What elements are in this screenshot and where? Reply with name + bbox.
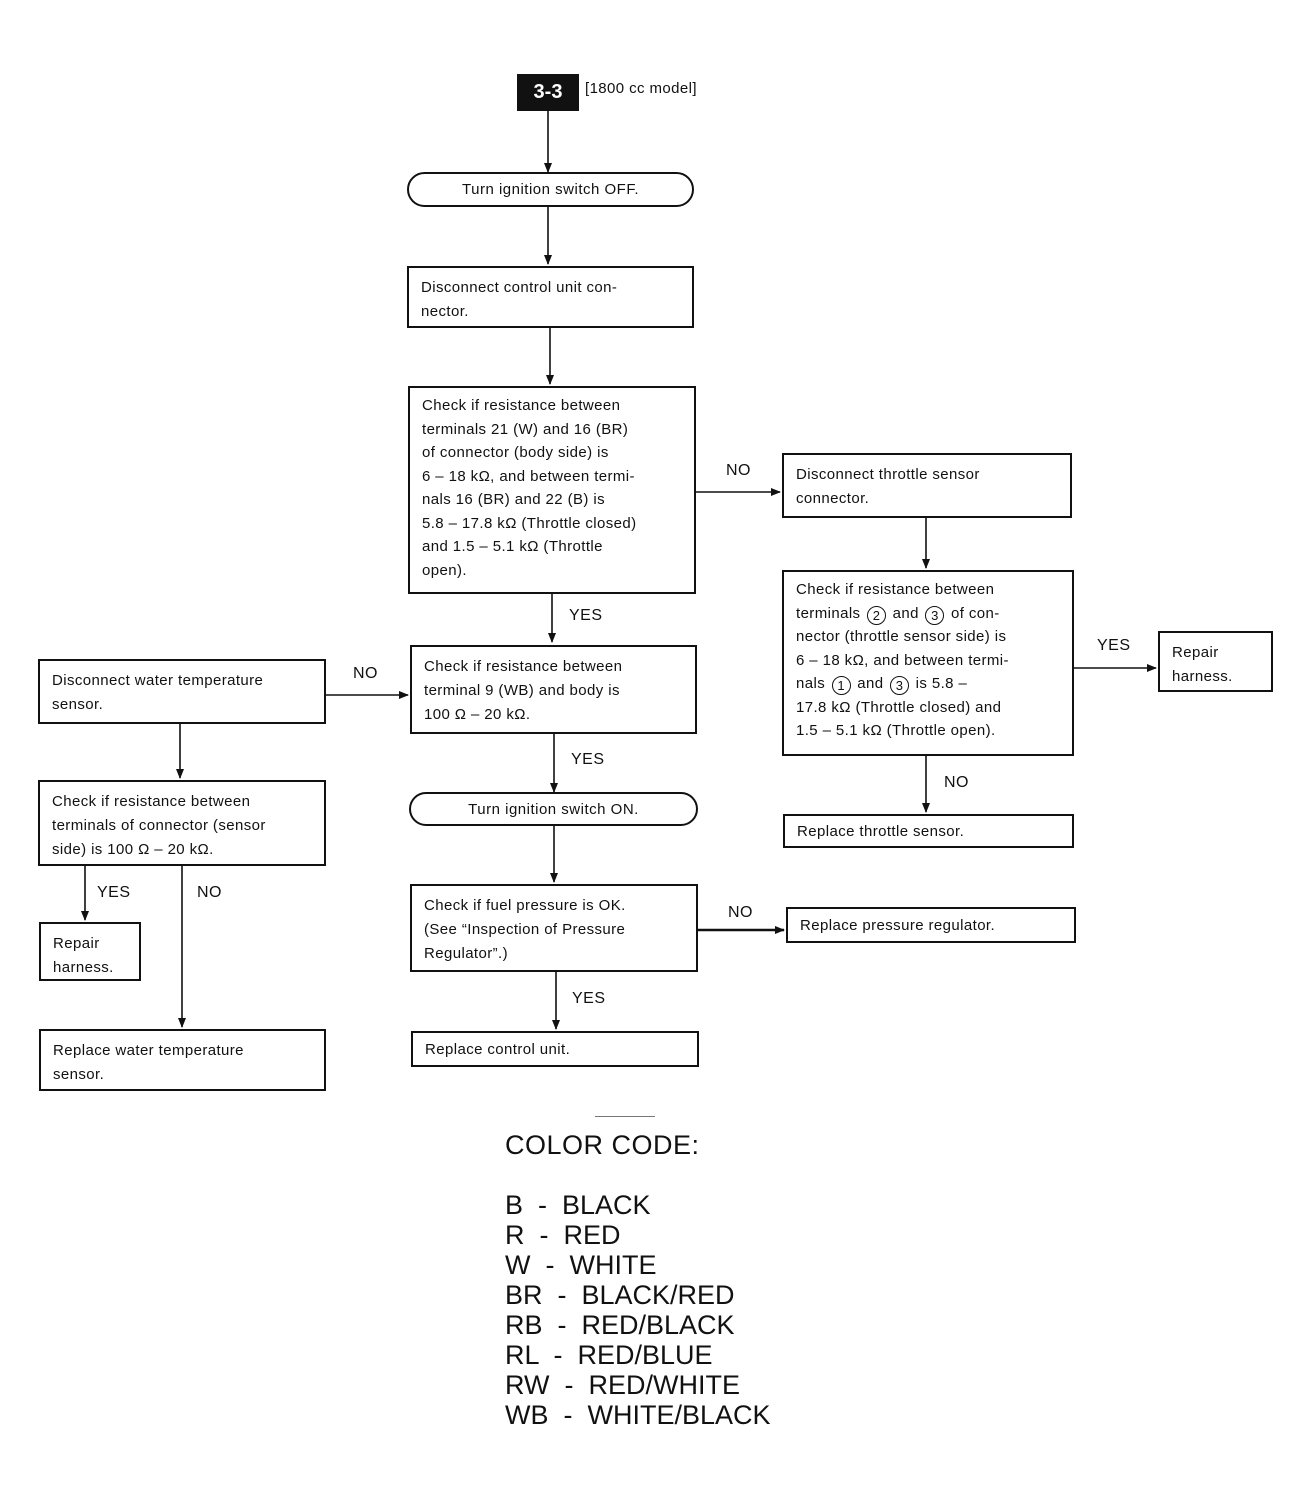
text-line: Check if resistance between (422, 397, 621, 414)
text-line: of connector (body side) is (422, 444, 609, 461)
legend-title: COLOR CODE: (505, 1130, 700, 1160)
text-fragment: of con- (951, 604, 1000, 622)
separator-rule (595, 1116, 655, 1117)
label-no-check1: NO (726, 462, 751, 479)
text-line: nals 16 (BR) and 22 (B) is (422, 491, 605, 508)
legend-row: RB - RED/BLACK (505, 1310, 735, 1340)
label-yes-check1: YES (569, 607, 603, 624)
text-line: nector. (421, 303, 469, 320)
node-ignition-on: Turn ignition switch ON. (409, 792, 698, 826)
text-line: and 1.5 – 5.1 kΩ (Throttle (422, 538, 603, 555)
legend-row: R - RED (505, 1220, 621, 1250)
text-line: Disconnect water temperature (52, 672, 264, 689)
text-line: connector. (796, 490, 870, 507)
node-disconnect-control-unit: Disconnect control unit con- nector. (407, 266, 694, 328)
text-line: 100 Ω – 20 kΩ. (424, 706, 531, 723)
text-line: terminals 2 and 3 of con- (796, 602, 1060, 626)
text-fragment: nals (796, 675, 826, 692)
terminal-3-marker: 3 (890, 676, 910, 695)
label-yes-check-wt: YES (97, 884, 131, 901)
text-line: side) is 100 Ω – 20 kΩ. (52, 841, 214, 858)
label-yes-check-ts: YES (1097, 637, 1131, 654)
text-line: 1.5 – 5.1 kΩ (Throttle open). (796, 722, 996, 739)
node-check-terminal-9-resistance: Check if resistance between terminal 9 (… (410, 645, 697, 734)
text-line: Disconnect throttle sensor (796, 466, 980, 483)
label-no-check-ts: NO (944, 774, 969, 791)
legend-row: W - WHITE (505, 1250, 657, 1280)
text-line: Check if resistance between (796, 581, 995, 598)
node-repair-harness-left: Repair harness. (39, 922, 141, 981)
text-line: Replace water temperature (53, 1042, 244, 1059)
node-replace-pressure-regulator: Replace pressure regulator. (786, 907, 1076, 943)
text-fragment: and (892, 604, 919, 622)
terminal-3-marker: 3 (925, 605, 945, 625)
text-line: Check if resistance between (52, 793, 251, 810)
node-disconnect-water-temp-sensor: Disconnect water temperature sensor. (38, 659, 326, 724)
node-replace-water-temp-sensor: Replace water temperature sensor. (39, 1029, 326, 1091)
terminal-1-marker: 1 (831, 676, 851, 695)
label-yes-check2: YES (571, 751, 605, 768)
node-check-fuel-pressure: Check if fuel pressure is OK. (See “Insp… (410, 884, 698, 972)
text-line: nals 1 and 3 is 5.8 – (796, 672, 1060, 696)
text-line: sensor. (53, 1066, 105, 1083)
legend-row: WB - WHITE/BLACK (505, 1400, 771, 1430)
node-replace-control-unit: Replace control unit. (411, 1031, 699, 1067)
section-code-badge: 3-3 (517, 74, 579, 111)
text-line: harness. (53, 959, 114, 976)
legend-row: B - BLACK (505, 1190, 651, 1220)
label-no-check2: NO (353, 665, 378, 682)
terminal-2-marker: 2 (867, 605, 887, 625)
text-line: terminals 21 (W) and 16 (BR) (422, 420, 629, 438)
node-replace-throttle-sensor: Replace throttle sensor. (783, 814, 1074, 848)
text-line: (See “Inspection of Pressure (424, 921, 626, 938)
text-fragment: terminals (796, 604, 861, 622)
text-line: Repair (1172, 644, 1219, 661)
legend-row: RL - RED/BLUE (505, 1340, 713, 1370)
text-line: Repair (53, 935, 100, 952)
text-line: sensor. (52, 696, 104, 713)
text-line: Check if fuel pressure is OK. (424, 897, 626, 914)
node-ignition-off: Turn ignition switch OFF. (407, 172, 694, 207)
text-line: nector (throttle sensor side) is (796, 628, 1007, 645)
node-check-throttle-sensor-resistance: Check if resistance between terminals 2 … (782, 570, 1074, 756)
text-line: Disconnect control unit con- (421, 279, 618, 296)
text-line: 6 – 18 kΩ, and between termi- (422, 467, 635, 485)
text-fragment: and (857, 675, 884, 692)
node-check-throttle-resistance: Check if resistance between terminals 21… (408, 386, 696, 594)
label-no-check-wt: NO (197, 884, 222, 901)
label-no-check-fp: NO (728, 904, 753, 921)
legend-row: BR - BLACK/RED (505, 1280, 735, 1310)
text-line: 5.8 – 17.8 kΩ (Throttle closed) (422, 514, 637, 532)
text-fragment: is 5.8 – (915, 675, 968, 692)
text-line: terminals of connector (sensor (52, 817, 266, 834)
node-repair-harness-right: Repair harness. (1158, 631, 1273, 692)
legend-row: RW - RED/WHITE (505, 1370, 740, 1400)
text-line: 6 – 18 kΩ, and between termi- (796, 651, 1009, 669)
text-line: Regulator”.) (424, 945, 508, 962)
model-note: [1800 cc model] (585, 80, 697, 97)
node-disconnect-throttle-sensor: Disconnect throttle sensor connector. (782, 453, 1072, 518)
label-yes-check-fp: YES (572, 990, 606, 1007)
text-line: harness. (1172, 668, 1233, 685)
text-line: open). (422, 561, 467, 579)
text-line: 17.8 kΩ (Throttle closed) and (796, 698, 1002, 716)
text-line: Check if resistance between (424, 658, 623, 675)
text-line: terminal 9 (WB) and body is (424, 682, 620, 699)
color-code-legend: COLOR CODE: B - BLACK R - RED W - WHITE … (505, 1130, 771, 1430)
node-check-water-temp-sensor: Check if resistance between terminals of… (38, 780, 326, 866)
